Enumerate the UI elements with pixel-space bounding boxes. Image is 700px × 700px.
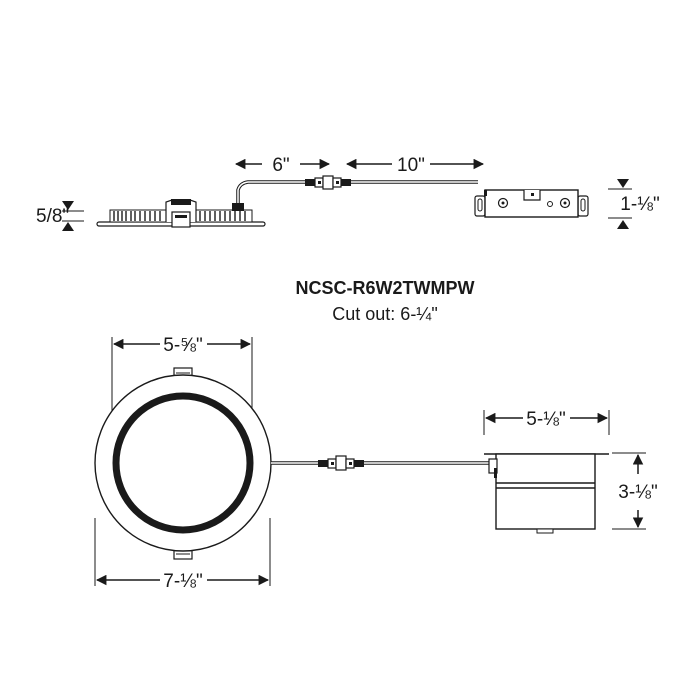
driver-height-label: 1-⅛" (620, 194, 659, 215)
lead-length-6-dimension: 6" (234, 155, 331, 176)
fixture-height-label: 5/8" (36, 206, 69, 227)
junction-box-height-label: 3-⅛" (618, 482, 657, 503)
junction-box-top (484, 453, 609, 534)
cutout-size: Cut out: 6-¼" (332, 304, 437, 324)
inner-diameter-label: 5-⅝" (163, 335, 202, 356)
part-number: NCSC-R6W2TWMPW (296, 278, 475, 298)
fixture-trim-top (94, 367, 272, 560)
outer-diameter-label: 7-⅛" (163, 571, 202, 592)
junction-box-width-label: 5-⅛" (526, 409, 565, 430)
fixture-side-profile (96, 180, 305, 228)
lead-length-6-label: 6" (272, 155, 289, 176)
driver-height-dimension: 1-⅛" (608, 179, 660, 229)
side-view: 5/8" (36, 155, 660, 231)
junction-box-height-dimension: 3-⅛" (612, 452, 658, 530)
outer-diameter-dimension: 7-⅛" (94, 518, 271, 592)
fixture-height-dimension: 5/8" (36, 201, 84, 231)
inline-connector-side (305, 175, 351, 190)
lead-length-10-label: 10" (397, 155, 425, 176)
top-view: 5-⅝" 7- (94, 335, 658, 592)
driver-box-side (474, 189, 589, 218)
inline-connector-top (318, 455, 364, 471)
inner-diameter-dimension: 5-⅝" (111, 335, 253, 420)
junction-box-width-dimension: 5-⅛" (483, 409, 610, 435)
lead-length-10-dimension: 10" (345, 155, 485, 176)
